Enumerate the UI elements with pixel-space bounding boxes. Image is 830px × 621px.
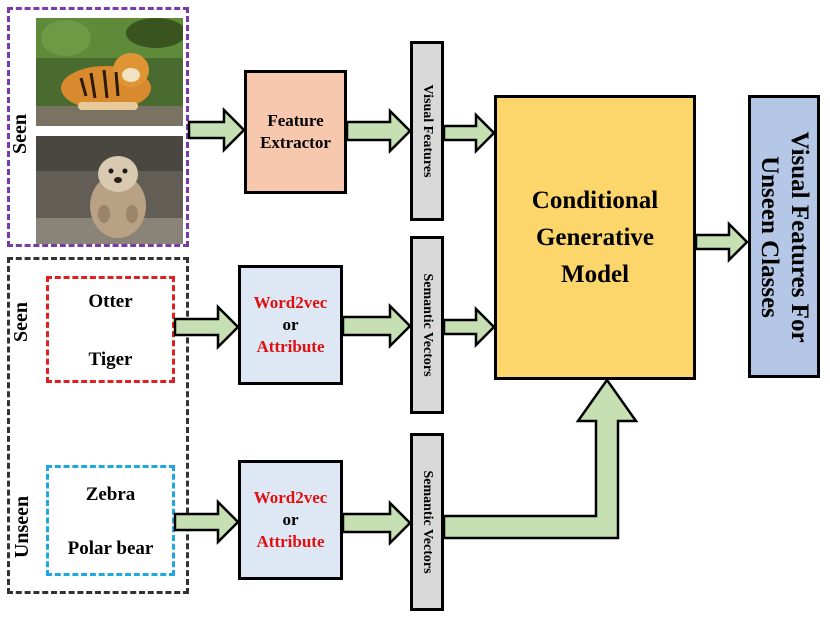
attribute-label-unseen: Attribute	[256, 532, 325, 551]
visual-features-box: Visual Features	[410, 41, 444, 221]
otter-image	[36, 136, 183, 244]
word2vec-label-unseen: Word2vec	[253, 488, 328, 507]
word2vec-label-seen: Word2vec	[253, 293, 328, 312]
semantic-vectors-unseen-box: Semantic Vectors	[410, 433, 444, 611]
output-text: Visual Features For Unseen Classes	[754, 131, 814, 342]
class-name-otter: Otter	[88, 291, 133, 312]
unseen-class-names-box: Zebra Polar bear	[46, 465, 175, 576]
arrow-vectors-unseen-to-generator	[442, 377, 639, 540]
feature-extractor-box: Feature Extractor	[244, 70, 347, 194]
semantic-vectors-unseen-label: Semantic Vectors	[420, 470, 435, 574]
or-label-seen: or	[282, 315, 299, 334]
arrow-extractor-to-visual	[345, 107, 412, 155]
class-name-tiger: Tiger	[88, 349, 133, 370]
or-label-unseen: or	[282, 510, 299, 529]
arrow-generator-to-output	[694, 220, 749, 264]
generator-line1: Conditional	[531, 187, 659, 214]
classes-group	[7, 257, 189, 594]
generator-line3: Model	[560, 261, 630, 288]
output-line2: Unseen Classes	[756, 155, 783, 318]
arrow-seen-names-to-word2vec	[173, 303, 240, 351]
output-line1: Visual Features For	[786, 130, 813, 343]
arrow-word2vec-to-vectors-seen	[341, 302, 412, 350]
seen-images-group	[7, 7, 189, 247]
visual-features-label: Visual Features	[420, 84, 435, 178]
output-box: Visual Features For Unseen Classes	[748, 95, 820, 378]
embedding-box-unseen: Word2vec or Attribute	[238, 460, 343, 580]
arrow-word2vec-to-vectors-unseen	[341, 499, 412, 547]
embedding-box-seen: Word2vec or Attribute	[238, 265, 343, 385]
arrow-images-to-extractor	[187, 106, 246, 154]
semantic-vectors-seen-label: Semantic Vectors	[420, 273, 435, 377]
feature-extractor-line2: Extractor	[260, 133, 331, 152]
attribute-label-seen: Attribute	[256, 337, 325, 356]
seen-class-names-box: Otter Tiger	[46, 276, 175, 383]
conditional-generative-model-box: Conditional Generative Model	[494, 95, 696, 380]
feature-extractor-line1: Feature	[267, 111, 324, 130]
class-name-zebra: Zebra	[85, 484, 136, 505]
semantic-vectors-seen-box: Semantic Vectors	[410, 236, 444, 414]
generator-line2: Generative	[535, 224, 654, 251]
arrow-vectors-seen-to-generator	[442, 305, 496, 349]
arrow-visual-to-generator	[442, 111, 496, 155]
arrow-unseen-names-to-word2vec	[173, 498, 240, 546]
tiger-image	[36, 18, 183, 126]
class-name-polar-bear: Polar bear	[67, 538, 154, 559]
